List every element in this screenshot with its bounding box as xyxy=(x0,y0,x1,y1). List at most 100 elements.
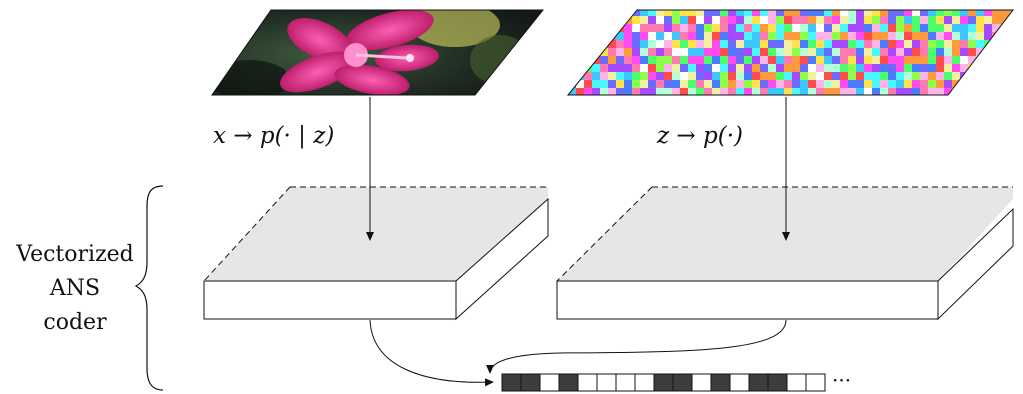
stack-ellipsis: ··· xyxy=(832,368,852,392)
noise-pixel xyxy=(976,24,984,32)
noise-pixel xyxy=(928,24,936,32)
noise-pixel xyxy=(840,16,848,24)
noise-pixel xyxy=(608,80,616,88)
noise-pixel xyxy=(744,10,752,16)
noise-pixel xyxy=(944,40,952,48)
noise-pixel xyxy=(896,40,904,48)
noise-pixel xyxy=(832,48,840,56)
noise-pixel xyxy=(1016,40,1023,48)
noise-pixel xyxy=(768,48,776,56)
noise-pixel xyxy=(992,56,1000,64)
noise-pixel xyxy=(896,32,904,40)
noise-pixel xyxy=(696,64,704,72)
noise-pixel xyxy=(1008,64,1013,72)
noise-pixel xyxy=(632,88,640,95)
noise-pixel xyxy=(1016,24,1023,32)
noise-pixel xyxy=(800,56,808,64)
noise-pixel xyxy=(656,48,664,56)
noise-pixel xyxy=(968,72,976,80)
noise-pixel xyxy=(640,16,648,24)
noise-pixel xyxy=(944,80,952,88)
noise-pixel xyxy=(576,96,584,104)
noise-pixel xyxy=(632,48,640,56)
noise-pixel xyxy=(832,10,840,16)
noise-pixel xyxy=(872,32,880,40)
noise-pixel xyxy=(864,16,872,24)
noise-pixel xyxy=(736,80,744,88)
noise-pixel xyxy=(1016,16,1023,24)
noise-pixel xyxy=(1008,88,1013,95)
noise-pixel xyxy=(968,80,976,88)
noise-pixel xyxy=(992,64,1000,72)
noise-pixel xyxy=(784,56,792,64)
noise-pixel xyxy=(1000,32,1008,40)
noise-pixel xyxy=(1016,8,1023,16)
noise-pixel xyxy=(864,72,872,80)
noise-pixel xyxy=(904,64,912,72)
noise-pixel xyxy=(608,24,616,32)
stack-cell xyxy=(653,373,674,392)
noise-pixel xyxy=(840,72,848,80)
noise-pixel xyxy=(560,48,568,56)
noise-pixel xyxy=(1000,48,1008,56)
noise-pixel xyxy=(576,88,584,95)
noise-pixel xyxy=(864,64,872,72)
noise-pixel xyxy=(720,40,728,48)
noise-pixel xyxy=(688,48,696,56)
noise-pixel xyxy=(648,40,656,48)
noise-pixel xyxy=(688,80,696,88)
noise-pixel xyxy=(744,80,752,88)
noise-pixel xyxy=(696,56,704,64)
noise-pixel xyxy=(960,10,968,16)
noise-pixel xyxy=(760,72,768,80)
noise-pixel xyxy=(640,72,648,80)
noise-pixel xyxy=(984,32,992,40)
noise-pixel xyxy=(832,80,840,88)
noise-pixel xyxy=(888,16,896,24)
noise-pixel xyxy=(840,64,848,72)
noise-pixel xyxy=(704,10,712,16)
noise-pixel xyxy=(800,32,808,40)
stack-cell xyxy=(767,373,788,392)
noise-pixel xyxy=(576,40,584,48)
noise-pixel xyxy=(816,40,824,48)
noise-pixel xyxy=(776,72,784,80)
noise-pixel xyxy=(936,24,944,32)
noise-pixel xyxy=(880,10,888,16)
noise-pixel xyxy=(912,80,920,88)
noise-pixel xyxy=(928,40,936,48)
noise-pixel xyxy=(688,10,696,16)
noise-pixel xyxy=(584,32,592,40)
noise-pixel xyxy=(696,88,704,95)
noise-pixel xyxy=(760,48,768,56)
noise-pixel xyxy=(848,88,856,95)
noise-pixel xyxy=(768,72,776,80)
stack-cell xyxy=(786,373,807,392)
noise-pixel xyxy=(696,40,704,48)
noise-pixel xyxy=(784,40,792,48)
noise-pixel xyxy=(736,10,744,16)
noise-pixel xyxy=(832,32,840,40)
noise-pixel xyxy=(912,16,920,24)
noise-pixel xyxy=(1000,16,1008,24)
noise-pixel xyxy=(848,32,856,40)
noise-pixel xyxy=(656,56,664,64)
noise-pixel xyxy=(792,40,800,48)
noise-pixel xyxy=(960,32,968,40)
noise-pixel xyxy=(728,16,736,24)
noise-pixel xyxy=(984,80,992,88)
noise-pixel xyxy=(712,40,720,48)
noise-pixel xyxy=(808,32,816,40)
noise-pixel xyxy=(824,80,832,88)
noise-pixel xyxy=(960,80,968,88)
noise-pixel xyxy=(824,16,832,24)
noise-pixel xyxy=(672,40,680,48)
noise-pixel xyxy=(824,88,832,95)
noise-pixel xyxy=(624,40,632,48)
noise-pixel xyxy=(648,32,656,40)
noise-pixel xyxy=(920,80,928,88)
noise-pixel xyxy=(976,72,984,80)
noise-pixel xyxy=(608,88,616,95)
noise-pixel xyxy=(992,96,1000,104)
noise-pixel xyxy=(568,10,576,16)
